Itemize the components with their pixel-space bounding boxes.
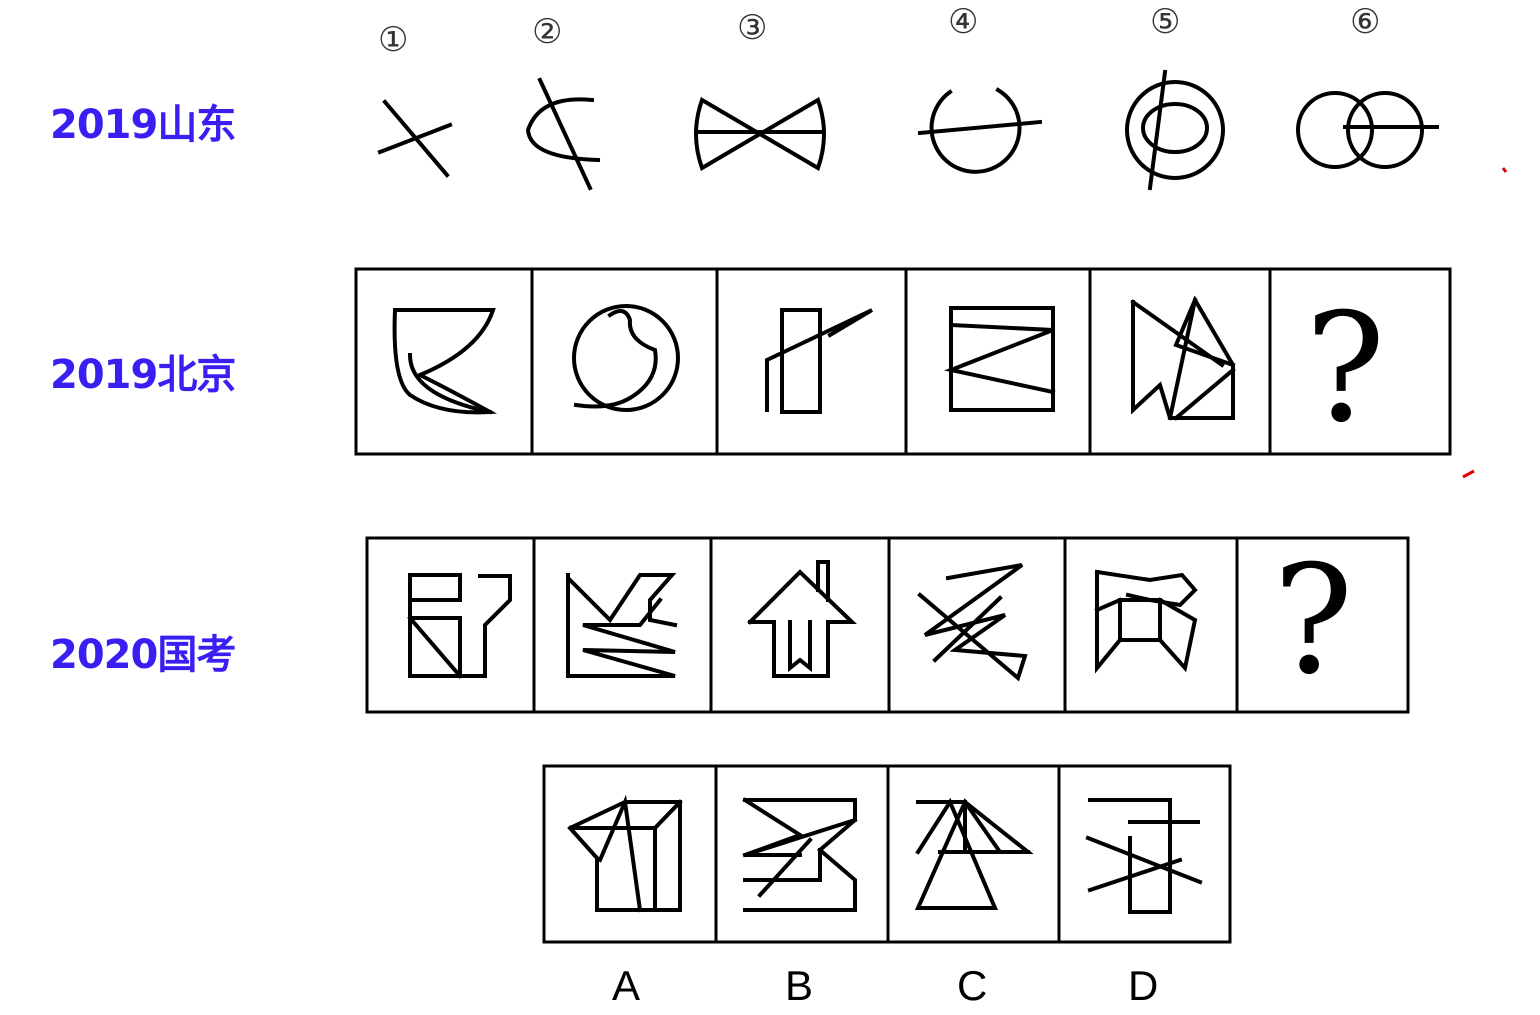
- option-figure-d[interactable]: [1085, 798, 1203, 914]
- beijing-figure-1: [392, 308, 498, 415]
- guokao-figure-2: [566, 573, 678, 678]
- option-label-a: A: [612, 962, 641, 1009]
- option-label-d: D: [1128, 962, 1159, 1009]
- options-frame: [542, 764, 1232, 944]
- option-figure-b[interactable]: [742, 797, 858, 912]
- figure-number-6: ⑥: [1350, 2, 1381, 42]
- figure-number-2: ②: [532, 12, 563, 52]
- beijing-figure-2: [572, 304, 680, 412]
- figure-number-1: ①: [378, 20, 409, 60]
- row-label-guokao: 2020国考: [50, 632, 236, 678]
- row-label-beijing: 2019北京: [50, 352, 236, 398]
- guokao-figure-5: [1094, 569, 1198, 674]
- beijing-frame: [354, 267, 1452, 456]
- guokao-figure-3: [747, 560, 857, 678]
- beijing-figures: [392, 295, 1236, 421]
- guokao-figure-4: [917, 563, 1028, 682]
- beijing-figure-5: [1130, 295, 1236, 421]
- shandong-figure-5: [1125, 69, 1225, 191]
- shandong-figure-6: [1296, 91, 1439, 169]
- option-figure-c[interactable]: [914, 797, 1034, 910]
- guokao-figures: [407, 560, 1198, 682]
- row-label-shandong: 2019山东: [50, 102, 236, 148]
- beijing-figure-3: [765, 308, 874, 414]
- red-mark: [1462, 469, 1475, 479]
- figure-number-3: ③: [737, 8, 768, 48]
- figure-number-5: ⑤: [1150, 2, 1181, 42]
- option-label-c: C: [957, 962, 988, 1009]
- option-label-b: B: [785, 962, 814, 1009]
- beijing-figure-4: [944, 306, 1056, 412]
- shandong-figure-1: [377, 99, 453, 178]
- red-mark: [1501, 167, 1508, 173]
- shandong-figure-2: [525, 77, 601, 191]
- shandong-figure-3: [694, 97, 826, 171]
- option-figures: [567, 794, 1203, 914]
- shandong-figure-4: [917, 87, 1043, 174]
- guokao-frame: [365, 536, 1410, 714]
- option-figure-a[interactable]: [567, 794, 683, 913]
- guokao-figure-1: [407, 573, 512, 679]
- beijing-question-mark: ?: [1305, 282, 1385, 456]
- figure-number-4: ④: [948, 2, 979, 42]
- shandong-figures: [377, 69, 1439, 191]
- guokao-question-mark: ?: [1273, 534, 1353, 708]
